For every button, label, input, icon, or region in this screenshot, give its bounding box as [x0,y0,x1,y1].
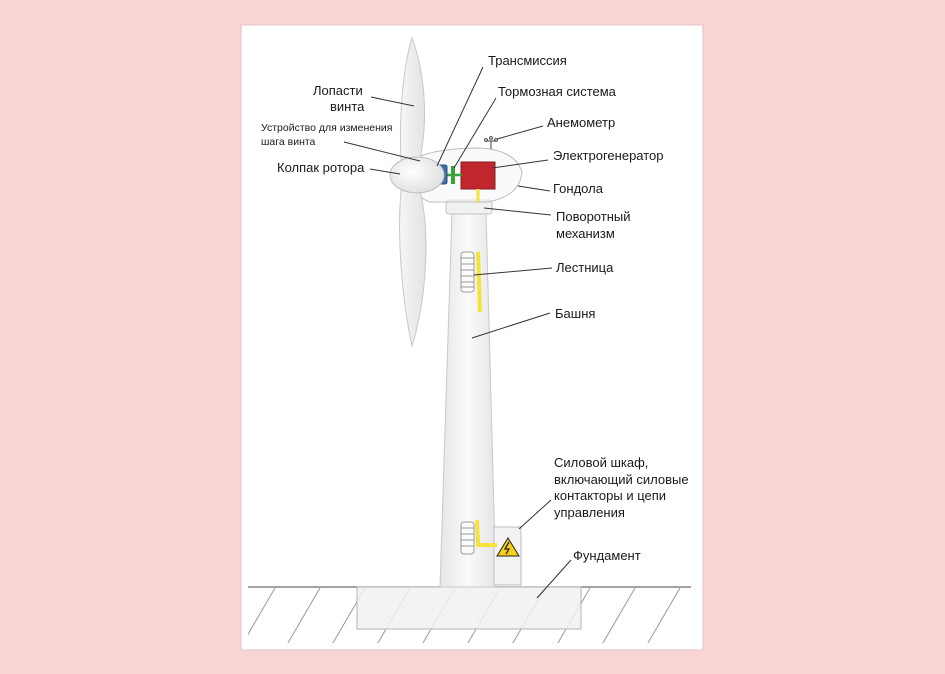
warning-sign-icon [496,537,520,557]
label-rotor-cap: Колпак ротора [277,160,365,175]
label-cabinet-2: включающий силовые [554,472,689,487]
ladder-top [460,251,482,313]
ladder-bottom [460,519,497,555]
label-cabinet-4: управления [554,505,625,520]
label-transmission: Трансмиссия [488,53,567,68]
label-pitch-2: шага винта [261,136,316,148]
label-tower: Башня [555,306,595,321]
rotor-cap [389,156,445,194]
blade-top [399,36,425,171]
label-cabinet-3: контакторы и цепи [554,488,666,503]
label-cabinet-1: Силовой шкаф, [554,455,648,470]
generator [460,161,496,190]
foundation-block [356,586,582,630]
brake-disc [451,166,455,184]
label-anemometer: Анемометр [547,115,615,130]
blade-bottom [399,181,427,348]
label-ladder: Лестница [556,260,614,275]
label-nacelle: Гондола [553,181,604,196]
label-brake-system: Тормозная система [498,84,617,99]
label-generator: Электрогенератор [553,148,664,163]
anemometer-icon [484,136,498,149]
label-foundation: Фундамент [573,548,641,563]
ground [248,586,691,643]
label-yaw-2: механизм [556,226,615,241]
leader-lines [343,66,572,599]
label-blades-1: Лопасти [313,83,363,98]
label-yaw-1: Поворотный [556,209,630,224]
label-pitch-1: Устройство для изменения [261,122,392,134]
label-blades-2: винта [330,99,365,114]
